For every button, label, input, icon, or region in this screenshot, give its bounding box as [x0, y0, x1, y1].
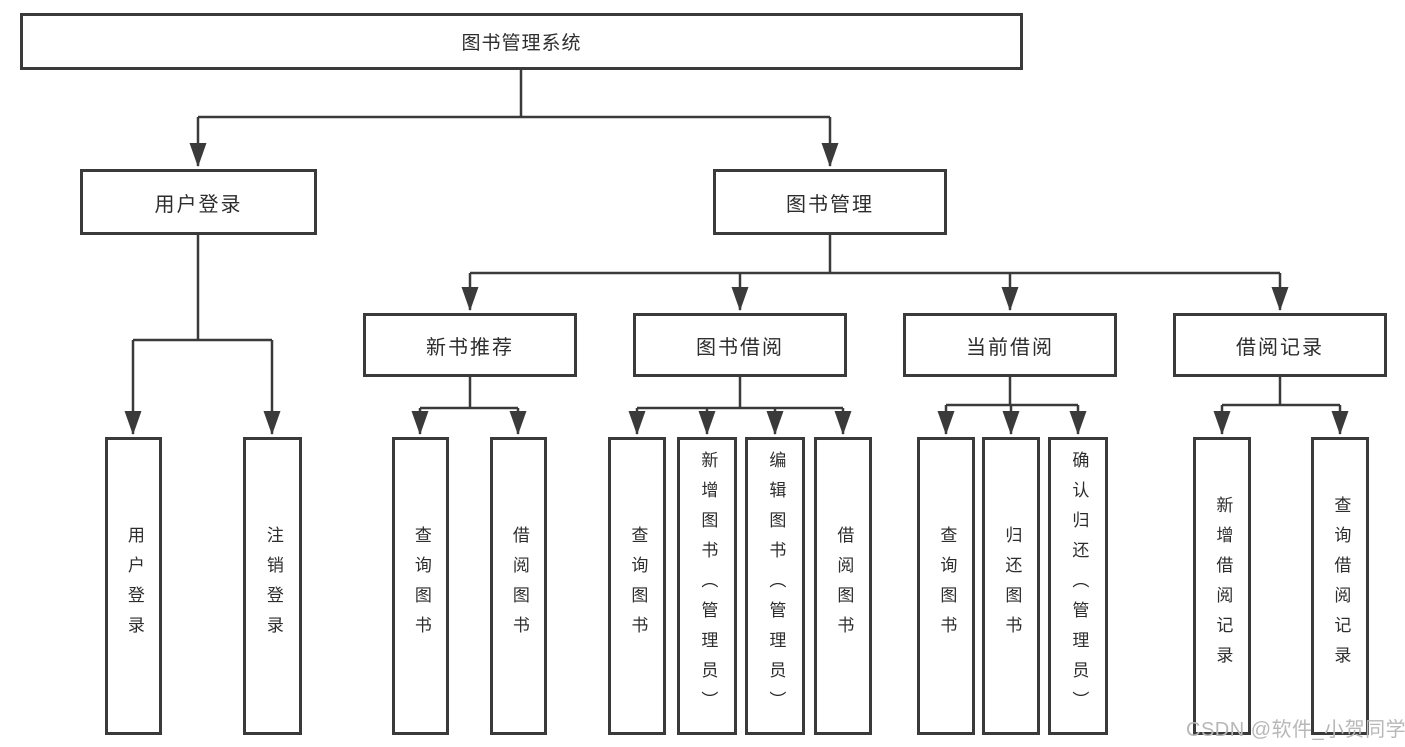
- node-label: 图书管理系统: [461, 33, 582, 54]
- node-user-login: 用户登录: [80, 169, 317, 235]
- leaf-query-books-borrow: 查询图书: [608, 437, 666, 735]
- node-label: 查询借阅记录: [1331, 496, 1351, 676]
- node-label: 注销登录: [263, 526, 283, 646]
- node-label: 新增图书（管理员）: [698, 451, 718, 721]
- csdn-watermark: CSDN @软件_小贺同学: [1186, 719, 1405, 741]
- leaf-confirm-return-admin: 确认归还（管理员）: [1048, 437, 1108, 735]
- leaf-borrow-books-recommend: 借阅图书: [490, 437, 547, 735]
- node-label: 当前借阅: [966, 336, 1054, 359]
- leaf-return-books: 归还图书: [982, 437, 1040, 735]
- node-label: 确认归还（管理员）: [1069, 451, 1089, 721]
- leaf-edit-book-admin: 编辑图书（管理员）: [745, 437, 805, 735]
- leaf-logout: 注销登录: [243, 437, 302, 735]
- node-label: 编辑图书（管理员）: [766, 451, 786, 721]
- leaf-add-borrow-record: 新增借阅记录: [1193, 437, 1251, 735]
- node-library-management-system: 图书管理系统: [20, 13, 1023, 70]
- node-label: 查询图书: [937, 526, 957, 646]
- node-label: 用户登录: [154, 193, 243, 216]
- node-label: 图书借阅: [696, 336, 784, 359]
- leaf-query-books-recommend: 查询图书: [392, 437, 449, 735]
- node-label: 用户登录: [124, 526, 144, 646]
- connector-book-borrow-to-leaves: [628, 377, 852, 435]
- node-borrow-records: 借阅记录: [1173, 313, 1387, 377]
- connector-user-login-to-leaves: [124, 235, 281, 435]
- leaf-user-login: 用户登录: [105, 437, 162, 735]
- node-label: 借阅图书: [834, 526, 854, 646]
- leaf-query-borrow-record: 查询借阅记录: [1311, 437, 1369, 735]
- node-label: 新书推荐: [426, 336, 514, 359]
- node-label: 借阅记录: [1236, 336, 1324, 359]
- node-new-book-recommend: 新书推荐: [363, 313, 577, 377]
- node-label: 查询图书: [411, 526, 431, 646]
- node-label: 借阅图书: [509, 526, 529, 646]
- node-label: 查询图书: [628, 526, 648, 646]
- leaf-query-books-current: 查询图书: [917, 437, 975, 735]
- node-book-borrow: 图书借阅: [633, 313, 847, 377]
- node-current-borrow: 当前借阅: [903, 313, 1117, 377]
- connector-borrow-records-to-leaves: [1213, 377, 1349, 435]
- node-label: 归还图书: [1002, 526, 1022, 646]
- node-label: 新增借阅记录: [1213, 496, 1233, 676]
- node-label: 图书管理: [786, 193, 874, 216]
- connector-book-mgmt-to-level3: [461, 235, 1289, 311]
- connector-root-to-level2: [189, 70, 839, 167]
- node-book-management: 图书管理: [713, 169, 947, 235]
- connector-current-borrow-to-leaves: [937, 377, 1087, 435]
- leaf-add-book-admin: 新增图书（管理员）: [677, 437, 737, 735]
- leaf-borrow-books: 借阅图书: [814, 437, 872, 735]
- connector-new-book-rec-to-leaves: [411, 377, 527, 435]
